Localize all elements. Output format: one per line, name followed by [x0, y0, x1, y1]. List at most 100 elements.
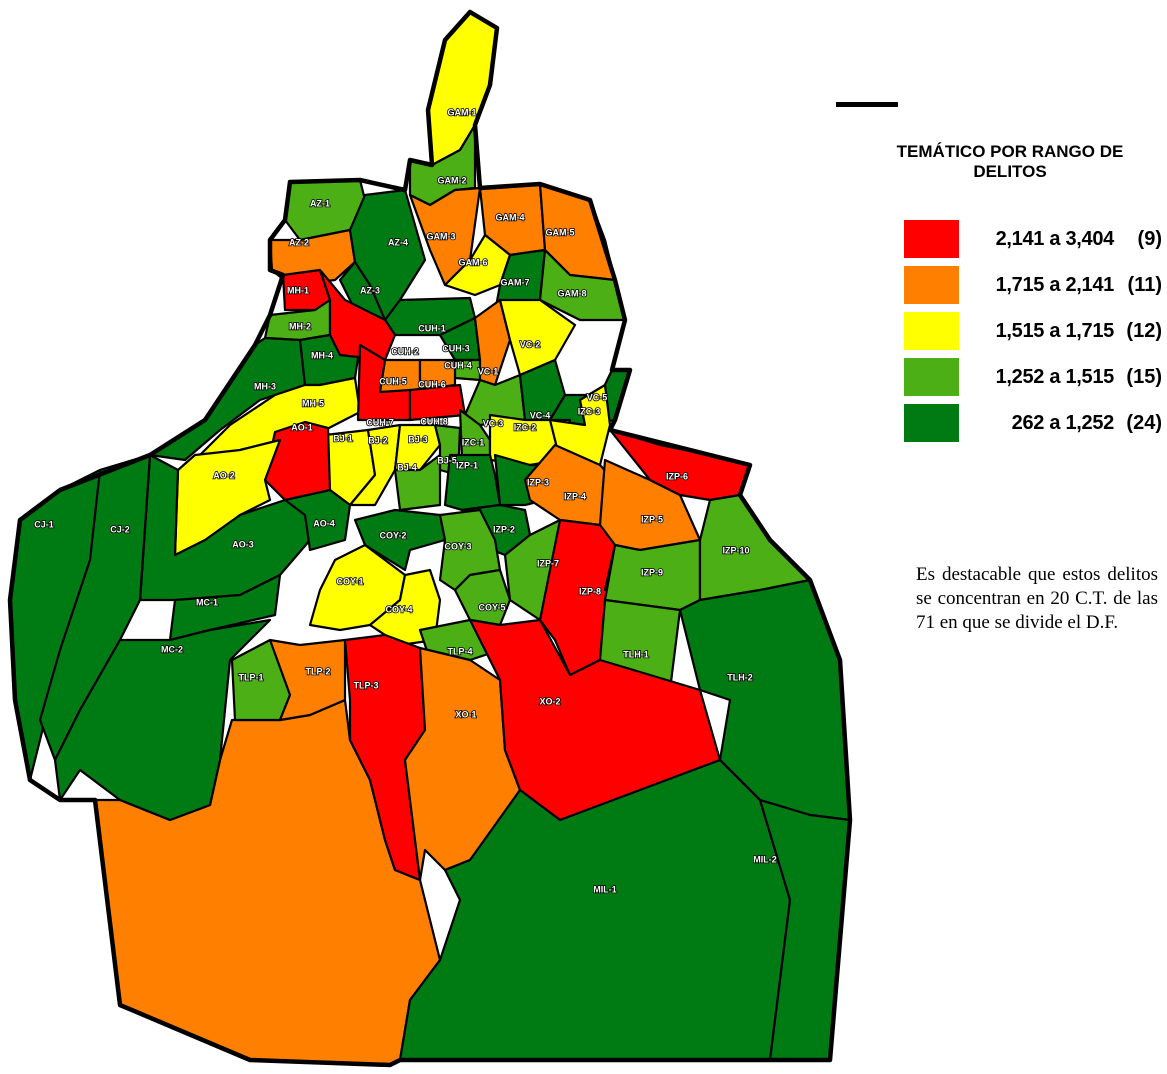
map-region-bj-3	[393, 423, 442, 472]
legend-swatch	[904, 358, 959, 396]
map-label-izp-10: IZP-10	[722, 545, 749, 555]
map-label-gam-1: GAM-1	[448, 107, 477, 117]
map-label-gam-7: GAM-7	[501, 277, 530, 287]
legend-range: 2,141 a 3,404	[995, 227, 1115, 250]
map-label-coy-5: COY-5	[478, 602, 505, 612]
map-label-coy-3: COY-3	[444, 541, 471, 551]
legend-range: 1,252 a 1,515	[995, 365, 1115, 388]
map-label-bj-3: BJ-3	[408, 434, 428, 444]
legend: 2,141 a 3,404 (9) 1,715 a 2,141 (11) 1,5…	[904, 220, 1166, 450]
map-label-izp-9: IZP-9	[641, 567, 663, 577]
map-label-cuh-2: CUH-2	[391, 346, 419, 356]
map-label-ao-3: AO-3	[232, 539, 254, 549]
map-label-tlh-2: TLH-2	[727, 672, 753, 682]
map-label-mh-1: MH-1	[287, 285, 309, 295]
map-label-cuh-8: CUH-8	[420, 416, 448, 426]
legend-swatch	[904, 312, 959, 350]
map-label-tlh-1: TLH-1	[623, 649, 649, 659]
legend-item: 1,515 a 1,715 (12)	[904, 312, 1166, 350]
map-label-izp-8: IZP-8	[579, 586, 601, 596]
map-label-gam-4: GAM-4	[496, 212, 525, 222]
map-region-gam-3	[408, 186, 482, 287]
map-region-tlp-2	[268, 638, 347, 722]
map-label-mh-3: MH-3	[254, 381, 276, 391]
map-region-bj-4	[393, 453, 442, 512]
map-label-cuh-7: CUH-7	[366, 417, 394, 427]
map-label-gam-3: GAM-3	[427, 231, 456, 241]
legend-swatch	[904, 266, 959, 304]
map-label-izp-5: IZP-5	[641, 514, 663, 524]
map-region-ao-4	[283, 488, 352, 552]
map-region-cuh-8	[408, 383, 467, 422]
legend-swatch	[904, 220, 959, 258]
legend-range: 262 a 1,252	[1011, 411, 1115, 434]
legend-item: 1,252 a 1,515 (15)	[904, 358, 1166, 396]
legend-count: (24)	[1126, 411, 1162, 434]
map-label-coy-2: COY-2	[379, 530, 406, 540]
legend-count: (11)	[1127, 273, 1162, 296]
map-label-ao-2: AO-2	[213, 470, 235, 480]
legend-count: (9)	[1137, 227, 1162, 250]
map-label-bj-5: BJ-5	[437, 455, 457, 465]
map-label-mc-1: MC-1	[196, 597, 218, 607]
map-label-vc-4: VC-4	[530, 410, 551, 420]
map-label-mh-4: MH-4	[311, 350, 333, 360]
map-label-izp-3: IZP-3	[527, 477, 549, 487]
map-label-bj-1: BJ-1	[333, 433, 353, 443]
header-dash	[836, 102, 898, 107]
map-label-cj-2: CJ-2	[110, 524, 130, 534]
map-label-cuh-3: CUH-3	[442, 343, 470, 353]
map-label-coy-1: COY-1	[336, 576, 363, 586]
map-label-vc-1: VC-1	[478, 366, 499, 376]
map-label-xo-2: XO-2	[539, 696, 560, 706]
map-label-vc-5: VC-5	[587, 392, 608, 402]
map-label-izc-2: IZC-2	[514, 422, 537, 432]
map-regions	[8, 10, 852, 1067]
map-label-gam-2: GAM-2	[438, 175, 467, 185]
map-label-tlp-3: TLP-3	[353, 680, 378, 690]
map-label-tlp-2: TLP-2	[305, 666, 330, 676]
map-label-cuh-6: CUH-6	[418, 379, 446, 389]
map-label-ao-4: AO-4	[313, 518, 335, 528]
map-label-xo-1: XO-1	[455, 709, 476, 719]
legend-range: 1,715 a 2,141	[995, 273, 1115, 296]
map-label-az-4: AZ-4	[388, 237, 408, 247]
map-label-izp-2: IZP-2	[493, 524, 515, 534]
map-label-coy-4: COY-4	[385, 604, 412, 614]
map-label-tlp-1: TLP-1	[238, 672, 263, 682]
map-label-gam-5: GAM-5	[546, 227, 575, 237]
map-label-mc-2: MC-2	[161, 644, 183, 654]
map-label-vc-2: VC-2	[520, 339, 541, 349]
map-region-mc-2	[53, 618, 272, 822]
map-label-gam-6: GAM-6	[459, 257, 488, 267]
map-label-bj-2: BJ-2	[368, 435, 388, 445]
map-label-mh-5: MH-5	[302, 398, 324, 408]
map-outline	[7, 9, 853, 1068]
map-label-az-1: AZ-1	[310, 198, 330, 208]
map-label-bj-4: BJ-4	[397, 462, 417, 472]
legend-count: (12)	[1126, 319, 1162, 342]
map-label-mil-1: MIL-1	[593, 884, 617, 894]
legend-swatch	[904, 404, 959, 442]
legend-item: 1,715 a 2,141 (11)	[904, 266, 1166, 304]
map-label-gam-8: GAM-8	[558, 288, 587, 298]
legend-title: TEMÁTICO POR RANGO DE DELITOS	[896, 142, 1124, 181]
legend-range: 1,515 a 1,715	[995, 319, 1115, 342]
map-label-ao-1: AO-1	[291, 422, 313, 432]
map-label-cuh-5: CUH-5	[379, 376, 407, 386]
map-label-izp-7: IZP-7	[537, 558, 559, 568]
map-label-tlp-4: TLP-4	[447, 646, 472, 656]
legend-count: (15)	[1126, 365, 1162, 388]
map-label-izp-6: IZP-6	[666, 471, 688, 481]
legend-item: 2,141 a 3,404 (9)	[904, 220, 1166, 258]
map-label-izp-4: IZP-4	[564, 491, 586, 501]
map-label-cj-1: CJ-1	[34, 519, 54, 529]
map-label-cuh-4: CUH-4	[444, 360, 472, 370]
map-label-vc-3: VC-3	[483, 418, 504, 428]
map-label-az-3: AZ-3	[360, 285, 380, 295]
legend-item: 262 a 1,252 (24)	[904, 404, 1166, 442]
map-label-izp-1: IZP-1	[456, 460, 478, 470]
map-region-coy-2	[353, 508, 447, 572]
